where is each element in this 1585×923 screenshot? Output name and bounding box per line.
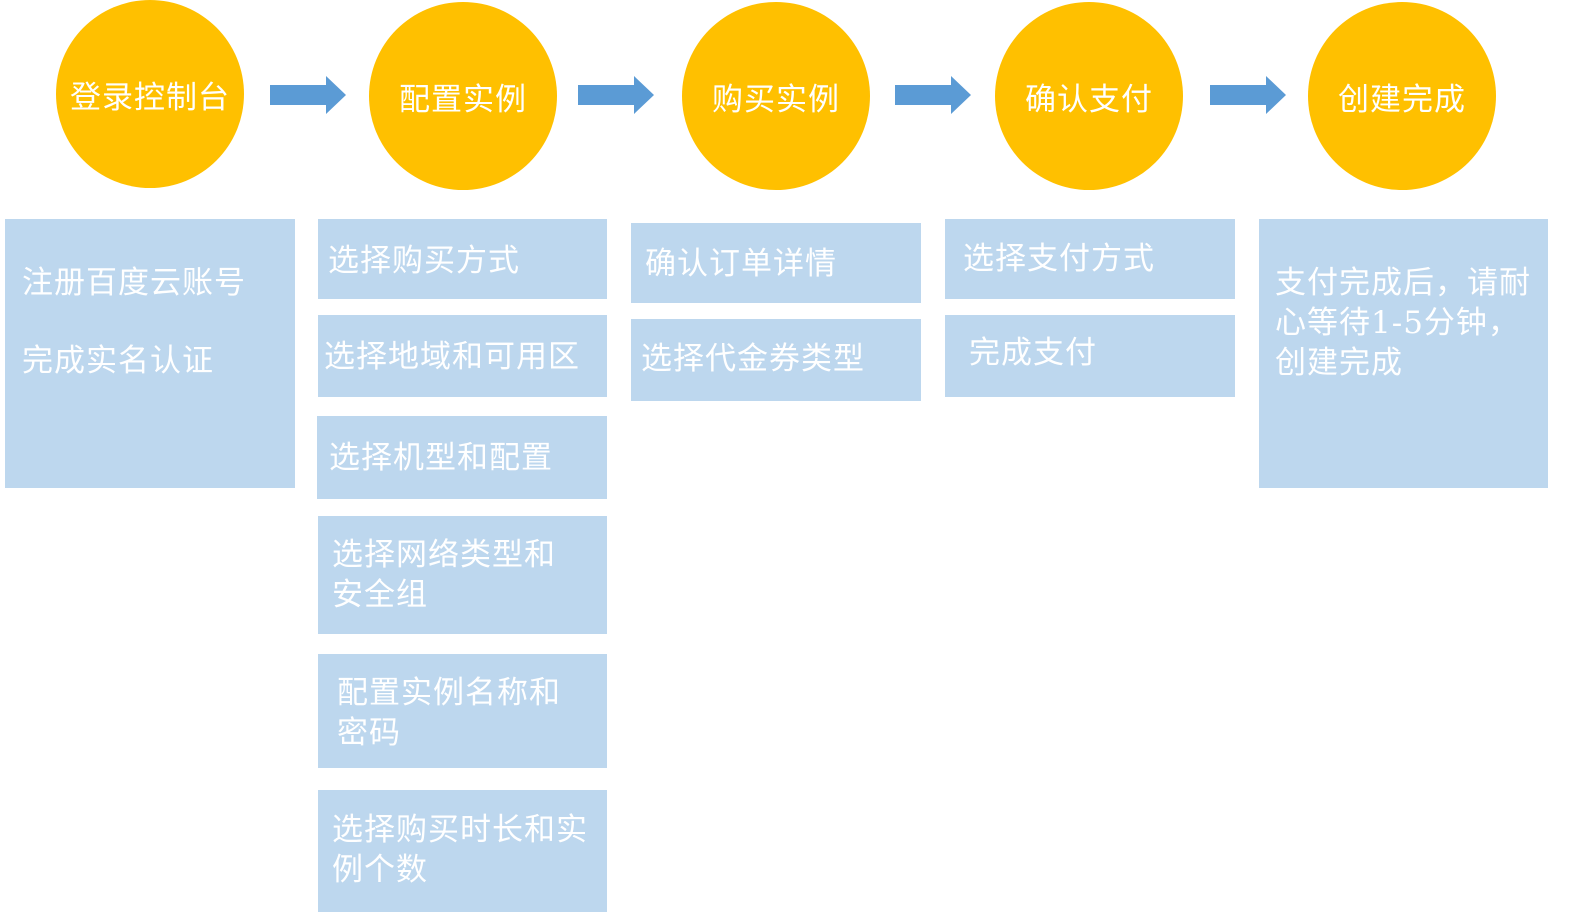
config-item-text: 选择购买时长和实 bbox=[332, 812, 588, 848]
payment-item-box: 完成支付 bbox=[945, 315, 1235, 397]
completion-note-text: 支付完成后，请耐 bbox=[1275, 265, 1531, 301]
config-item-box: 选择网络类型和 安全组 bbox=[318, 516, 607, 634]
completion-note-box: 支付完成后，请耐 心等待1-5分钟， 创建完成 bbox=[1259, 219, 1548, 488]
step-title: 配置实例 bbox=[399, 81, 527, 118]
config-item-text: 配置实例名称和 bbox=[337, 675, 561, 711]
config-item-box: 配置实例名称和 密码 bbox=[318, 654, 607, 768]
purchase-item-box: 选择代金券类型 bbox=[631, 319, 921, 401]
config-item-box: 选择地域和可用区 bbox=[318, 315, 607, 397]
login-detail-box: 注册百度云账号 完成实名认证 bbox=[5, 219, 295, 488]
completion-note-text: 心等待1-5分钟， bbox=[1275, 305, 1520, 341]
real-name-auth-text: 完成实名认证 bbox=[22, 343, 214, 379]
purchase-item-box: 确认订单详情 bbox=[631, 223, 921, 303]
step-title: 确认支付 bbox=[1025, 81, 1153, 118]
config-item-text: 选择地域和可用区 bbox=[324, 339, 580, 375]
config-item-text: 选择购买方式 bbox=[328, 243, 520, 279]
arrow-right-icon bbox=[270, 76, 346, 114]
step-circle-configure: 配置实例 bbox=[369, 2, 557, 190]
config-item-box: 选择购买方式 bbox=[318, 219, 607, 299]
completion-note-text: 创建完成 bbox=[1275, 345, 1403, 381]
purchase-item-text: 选择代金券类型 bbox=[641, 341, 865, 377]
arrow-right-icon bbox=[578, 76, 654, 114]
config-item-box: 选择机型和配置 bbox=[317, 416, 607, 499]
arrow-right-icon bbox=[895, 76, 971, 114]
payment-item-text: 完成支付 bbox=[969, 335, 1097, 371]
arrow-right-icon bbox=[1210, 76, 1286, 114]
config-item-text: 密码 bbox=[337, 715, 401, 751]
step-circle-login: 登录控制台 bbox=[56, 0, 244, 188]
payment-item-text: 选择支付方式 bbox=[963, 241, 1155, 277]
config-item-text: 选择网络类型和 bbox=[332, 537, 556, 573]
purchase-item-text: 确认订单详情 bbox=[645, 246, 837, 282]
config-item-text: 例个数 bbox=[332, 852, 428, 888]
step-circle-done: 创建完成 bbox=[1308, 2, 1496, 190]
step-title: 登录控制台 bbox=[70, 79, 230, 116]
register-account-text: 注册百度云账号 bbox=[22, 265, 246, 301]
step-title: 购买实例 bbox=[712, 81, 840, 118]
step-title: 创建完成 bbox=[1338, 81, 1466, 118]
step-circle-purchase: 购买实例 bbox=[682, 2, 870, 190]
config-item-box: 选择购买时长和实 例个数 bbox=[318, 790, 607, 912]
config-item-text: 安全组 bbox=[332, 577, 428, 613]
payment-item-box: 选择支付方式 bbox=[945, 219, 1235, 299]
config-item-text: 选择机型和配置 bbox=[329, 440, 553, 476]
step-circle-pay: 确认支付 bbox=[995, 2, 1183, 190]
